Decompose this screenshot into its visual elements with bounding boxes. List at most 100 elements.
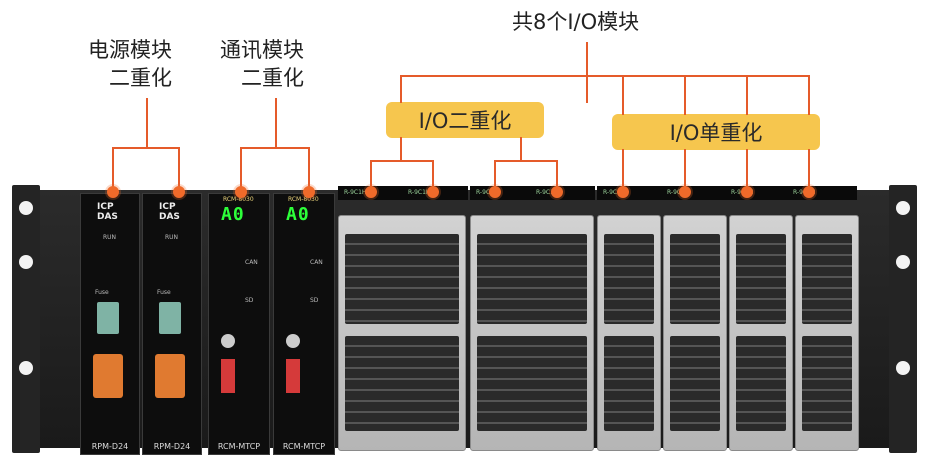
module-name: RCM-MTCP: [282, 442, 326, 451]
terminal-block: [802, 234, 852, 324]
connector-line: [112, 147, 180, 149]
power-caption-line2: 二重化: [109, 66, 172, 90]
connector-line: [494, 160, 496, 191]
terminal-block: [477, 234, 587, 324]
comm-module-2: RCM-8030 A0 CAN SD RCM-MTCP: [273, 193, 335, 455]
sd-label: SD: [245, 297, 254, 304]
connector-line: [240, 147, 242, 191]
connector-line: [808, 149, 810, 191]
connector-line: [308, 147, 310, 191]
mount-hole: [19, 255, 33, 269]
connector-line: [400, 137, 402, 161]
power-caption-line1: 电源模块: [88, 38, 172, 62]
connector-dot: [107, 186, 119, 198]
connector-dot: [235, 186, 247, 198]
terminal-block: [736, 336, 786, 431]
module-name: RPM-D24: [153, 442, 191, 451]
mount-hole: [19, 361, 33, 375]
io-module-redundant-1: [338, 215, 466, 451]
logo-text: ICP: [97, 202, 114, 212]
connector-line: [622, 149, 624, 191]
io-model-label: R-9C1H: [476, 189, 499, 196]
io-header-strip: R-9C1H R-9C1H: [338, 186, 468, 200]
io-redundant-badge: I/O二重化: [386, 102, 544, 138]
connector-line: [622, 75, 624, 115]
terminal-block: [604, 234, 654, 324]
connector-line: [370, 160, 372, 191]
module-name: RCM-MTCP: [217, 442, 261, 451]
mount-hole: [896, 201, 910, 215]
terminal-block: [670, 234, 720, 324]
comm-caption-line2: 二重化: [241, 66, 304, 90]
power-module-1: ICP DAS RUN Fuse RPM-D24: [80, 193, 140, 455]
sd-label: SD: [310, 297, 319, 304]
power-terminal: [155, 354, 185, 398]
rack-ear-left: [12, 185, 40, 453]
mount-hole: [896, 255, 910, 269]
io-module-single-4: [795, 215, 859, 451]
connector-line: [400, 75, 402, 103]
power-terminal: [93, 354, 123, 398]
seven-seg-display: A0: [286, 204, 310, 225]
terminal-block: [477, 336, 587, 431]
logo-text: DAS: [159, 212, 180, 222]
connector-line: [275, 98, 277, 148]
connector-line: [146, 98, 148, 148]
io-header-strip: R-9C1H R-9C1H: [470, 186, 595, 200]
io-module-single-1: [597, 215, 661, 451]
connector-dot: [803, 186, 815, 198]
comm-module-1: RCM-8030 A0 CAN SD RCM-MTCP: [208, 193, 270, 455]
connector-line: [586, 42, 588, 76]
connector-dot: [617, 186, 629, 198]
io-module-single-3: [729, 215, 793, 451]
fuse-label: Fuse: [157, 289, 171, 296]
connector-dot: [679, 186, 691, 198]
dip-switch: [221, 359, 235, 393]
fuse-holder: [159, 302, 181, 334]
connector-line: [112, 147, 114, 191]
terminal-block: [345, 234, 459, 324]
io-total-caption: 共8个I/O模块: [512, 10, 640, 34]
fuse-label: Fuse: [95, 289, 109, 296]
connector-dot: [173, 186, 185, 198]
connector-dot: [427, 186, 439, 198]
can-label: CAN: [310, 259, 323, 266]
connector-line: [684, 75, 686, 115]
connector-line: [808, 75, 810, 115]
mount-hole: [896, 361, 910, 375]
connector-line: [370, 160, 434, 162]
connector-line: [586, 75, 588, 103]
connector-dot: [489, 186, 501, 198]
connector-line: [746, 149, 748, 191]
io-header-strip: R-9C1H R-9C1H R-9C1H R-9C1H: [597, 186, 857, 200]
run-label: RUN: [103, 234, 117, 241]
node-dial: [286, 334, 300, 348]
can-label: CAN: [245, 259, 258, 266]
terminal-block: [604, 336, 654, 431]
power-module-2: ICP DAS RUN Fuse RPM-D24: [142, 193, 202, 455]
connector-line: [684, 149, 686, 191]
connector-line: [494, 160, 558, 162]
seven-seg-display: A0: [221, 204, 245, 225]
fuse-holder: [97, 302, 119, 334]
io-model-label: R-9C1H: [603, 189, 626, 196]
dip-switch: [286, 359, 300, 393]
connector-dot: [741, 186, 753, 198]
terminal-block: [736, 234, 786, 324]
terminal-block: [802, 336, 852, 431]
connector-line: [556, 160, 558, 191]
io-module-redundant-2: [470, 215, 594, 451]
io-module-single-2: [663, 215, 727, 451]
terminal-block: [670, 336, 720, 431]
rack-ear-right: [889, 185, 917, 453]
io-model-label: R-9C1H: [667, 189, 689, 196]
io-model-label: R-9C1H: [344, 189, 367, 196]
io-model-label: R-9C1H: [408, 189, 431, 196]
run-label: RUN: [165, 234, 179, 241]
logo-text: ICP: [159, 202, 176, 212]
model-label: RCM-8030: [223, 196, 254, 203]
mount-hole: [19, 201, 33, 215]
connector-line: [520, 137, 522, 161]
connector-line: [240, 147, 310, 149]
connector-line: [746, 75, 748, 115]
